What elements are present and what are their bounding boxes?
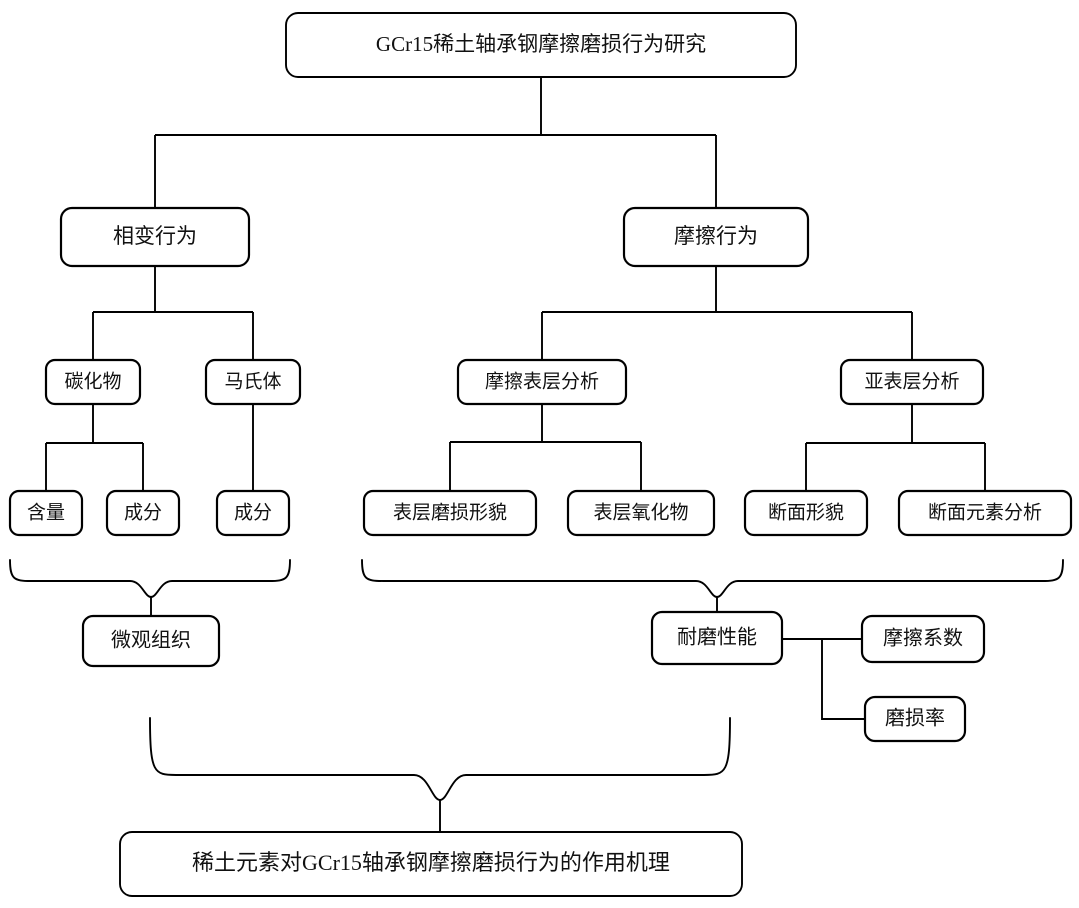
node-label-friction-coeff: 摩擦系数: [883, 627, 963, 650]
node-label-subsurface: 亚表层分析: [864, 370, 959, 392]
connector-coeff-branch: [821, 639, 865, 720]
node-subsurface[interactable]: 亚表层分析: [839, 358, 985, 406]
node-box-wear-rate[interactable]: [863, 695, 967, 743]
node-composition-2[interactable]: 成分: [215, 489, 291, 537]
node-label-composition-1: 成分: [124, 501, 162, 523]
node-label-composition-2: 成分: [234, 501, 272, 523]
brace-layer: [9, 559, 1064, 832]
node-box-carbide[interactable]: [44, 358, 142, 406]
node-box-martensite[interactable]: [204, 358, 302, 406]
brace-microstructure: [9, 559, 291, 598]
node-label-section-element: 断面元素分析: [928, 501, 1042, 523]
node-composition-1[interactable]: 成分: [105, 489, 181, 537]
brace-conclusion: [149, 717, 731, 801]
node-label-wear-morphology: 表层磨损形貌: [393, 501, 507, 523]
node-label-phase: 相变行为: [113, 224, 197, 248]
node-root[interactable]: GCr15稀土轴承钢摩擦磨损行为研究: [285, 12, 797, 78]
edge-layer: [45, 77, 986, 720]
node-phase[interactable]: 相变行为: [59, 206, 251, 268]
node-conclusion[interactable]: 稀土元素对GCr15轴承钢摩擦磨损行为的作用机理: [119, 831, 743, 897]
node-label-surface-analysis: 摩擦表层分析: [485, 370, 599, 392]
node-box-phase[interactable]: [59, 206, 251, 268]
node-label-carbide: 碳化物: [64, 370, 121, 392]
node-section-element[interactable]: 断面元素分析: [897, 489, 1073, 537]
node-box-composition-1[interactable]: [105, 489, 181, 537]
node-box-surface-oxide[interactable]: [566, 489, 716, 537]
node-friction-coeff[interactable]: 摩擦系数: [860, 614, 986, 664]
node-box-root[interactable]: [285, 12, 797, 78]
node-wear-morphology[interactable]: 表层磨损形貌: [362, 489, 538, 537]
node-surface-analysis[interactable]: 摩擦表层分析: [456, 358, 628, 406]
node-box-wear-resistance[interactable]: [650, 610, 784, 666]
node-box-wear-morphology[interactable]: [362, 489, 538, 537]
brace-wear-resistance: [361, 559, 1064, 598]
node-box-section-element[interactable]: [897, 489, 1073, 537]
node-label-microstructure: 微观组织: [111, 629, 191, 652]
node-label-surface-oxide: 表层氧化物: [593, 501, 688, 523]
node-label-root: GCr15稀土轴承钢摩擦磨损行为研究: [376, 32, 706, 56]
node-box-content[interactable]: [8, 489, 84, 537]
node-label-content: 含量: [27, 501, 65, 523]
node-label-section-morph: 断面形貌: [768, 501, 844, 523]
node-section-morph[interactable]: 断面形貌: [743, 489, 869, 537]
node-friction[interactable]: 摩擦行为: [622, 206, 810, 268]
node-surface-oxide[interactable]: 表层氧化物: [566, 489, 716, 537]
node-box-microstructure[interactable]: [81, 614, 221, 668]
node-label-wear-resistance: 耐磨性能: [677, 626, 757, 649]
node-wear-rate[interactable]: 磨损率: [863, 695, 967, 743]
node-wear-resistance[interactable]: 耐磨性能: [650, 610, 784, 666]
node-label-conclusion: 稀土元素对GCr15轴承钢摩擦磨损行为的作用机理: [192, 850, 670, 875]
node-carbide[interactable]: 碳化物: [44, 358, 142, 406]
node-label-friction: 摩擦行为: [674, 224, 758, 248]
node-martensite[interactable]: 马氏体: [204, 358, 302, 406]
node-label-martensite: 马氏体: [224, 370, 281, 392]
node-microstructure[interactable]: 微观组织: [81, 614, 221, 668]
node-content[interactable]: 含量: [8, 489, 84, 537]
node-label-wear-rate: 磨损率: [885, 707, 945, 730]
node-box-friction[interactable]: [622, 206, 810, 268]
node-box-conclusion[interactable]: [119, 831, 743, 897]
node-box-surface-analysis[interactable]: [456, 358, 628, 406]
node-box-friction-coeff[interactable]: [860, 614, 986, 664]
node-box-composition-2[interactable]: [215, 489, 291, 537]
node-box-subsurface[interactable]: [839, 358, 985, 406]
node-box-section-morph[interactable]: [743, 489, 869, 537]
